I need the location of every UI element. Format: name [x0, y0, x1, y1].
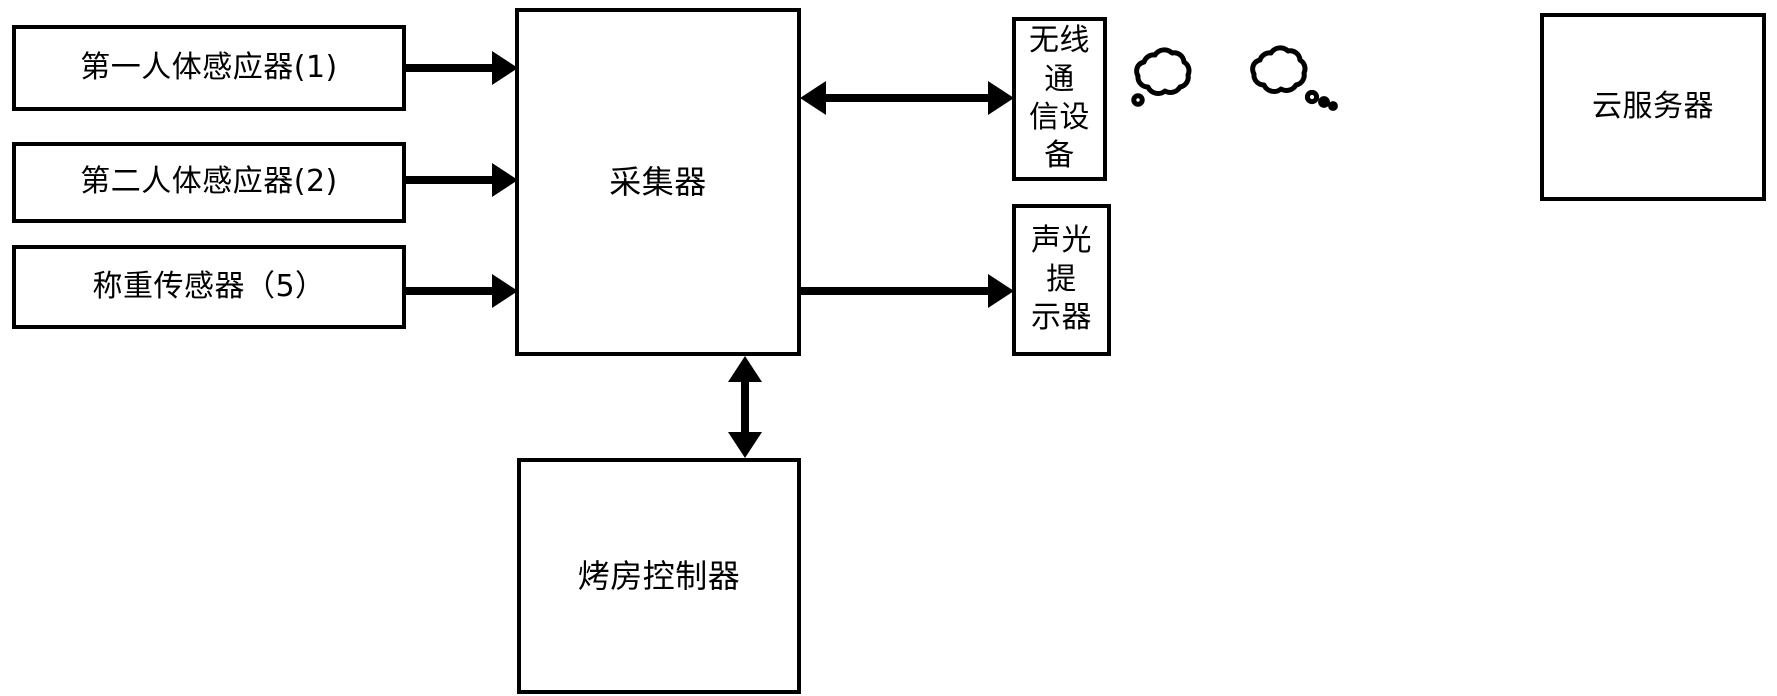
- arrowhead-collector-to-wireless: [988, 81, 1014, 115]
- node-collector-label: 采集器: [609, 162, 707, 201]
- connector-collector-to-alarm: [801, 287, 993, 295]
- connector-collector-to-kiln-controller: [741, 380, 749, 438]
- node-audio-visual-alarm-label: 声光提 示器: [1031, 223, 1092, 336]
- arrowhead-wireless-to-collector: [800, 81, 826, 115]
- arrowhead-collector-to-kiln-controller: [728, 432, 762, 458]
- node-second-body-sensor: 第二人体感应器(2): [12, 142, 406, 223]
- node-kiln-controller-label: 烤房控制器: [577, 556, 741, 595]
- node-weight-sensor-label: 称重传感器（5）: [92, 268, 326, 304]
- node-first-body-sensor-label: 第一人体感应器(1): [80, 49, 338, 85]
- arrowhead-kiln-controller-to-collector: [728, 356, 762, 382]
- thought-cloud-icon-1: [1122, 40, 1202, 120]
- node-collector: 采集器: [515, 8, 801, 356]
- arrowhead-weight-sensor-to-collector: [492, 274, 518, 308]
- arrowhead-first-body-sensor-to-collector: [492, 51, 518, 85]
- node-kiln-controller: 烤房控制器: [517, 458, 801, 694]
- arrowhead-second-body-sensor-to-collector: [492, 163, 518, 197]
- node-wireless-communication-device: 无线通 信设备: [1012, 17, 1107, 181]
- arrowhead-collector-to-alarm: [988, 274, 1014, 308]
- node-weight-sensor: 称重传感器（5）: [12, 245, 406, 329]
- node-cloud-server-label: 云服务器: [1592, 88, 1714, 124]
- thought-cloud-icon-2: [1238, 38, 1348, 118]
- connector-second-body-sensor-to-collector: [406, 176, 496, 184]
- connector-collector-to-wireless: [824, 94, 994, 102]
- node-wireless-communication-device-label: 无线通 信设备: [1029, 23, 1090, 174]
- node-audio-visual-alarm: 声光提 示器: [1012, 204, 1111, 356]
- connector-weight-sensor-to-collector: [406, 287, 496, 295]
- node-second-body-sensor-label: 第二人体感应器(2): [80, 164, 338, 200]
- node-cloud-server: 云服务器: [1540, 13, 1766, 201]
- node-first-body-sensor: 第一人体感应器(1): [12, 25, 406, 111]
- connector-first-body-sensor-to-collector: [406, 64, 496, 72]
